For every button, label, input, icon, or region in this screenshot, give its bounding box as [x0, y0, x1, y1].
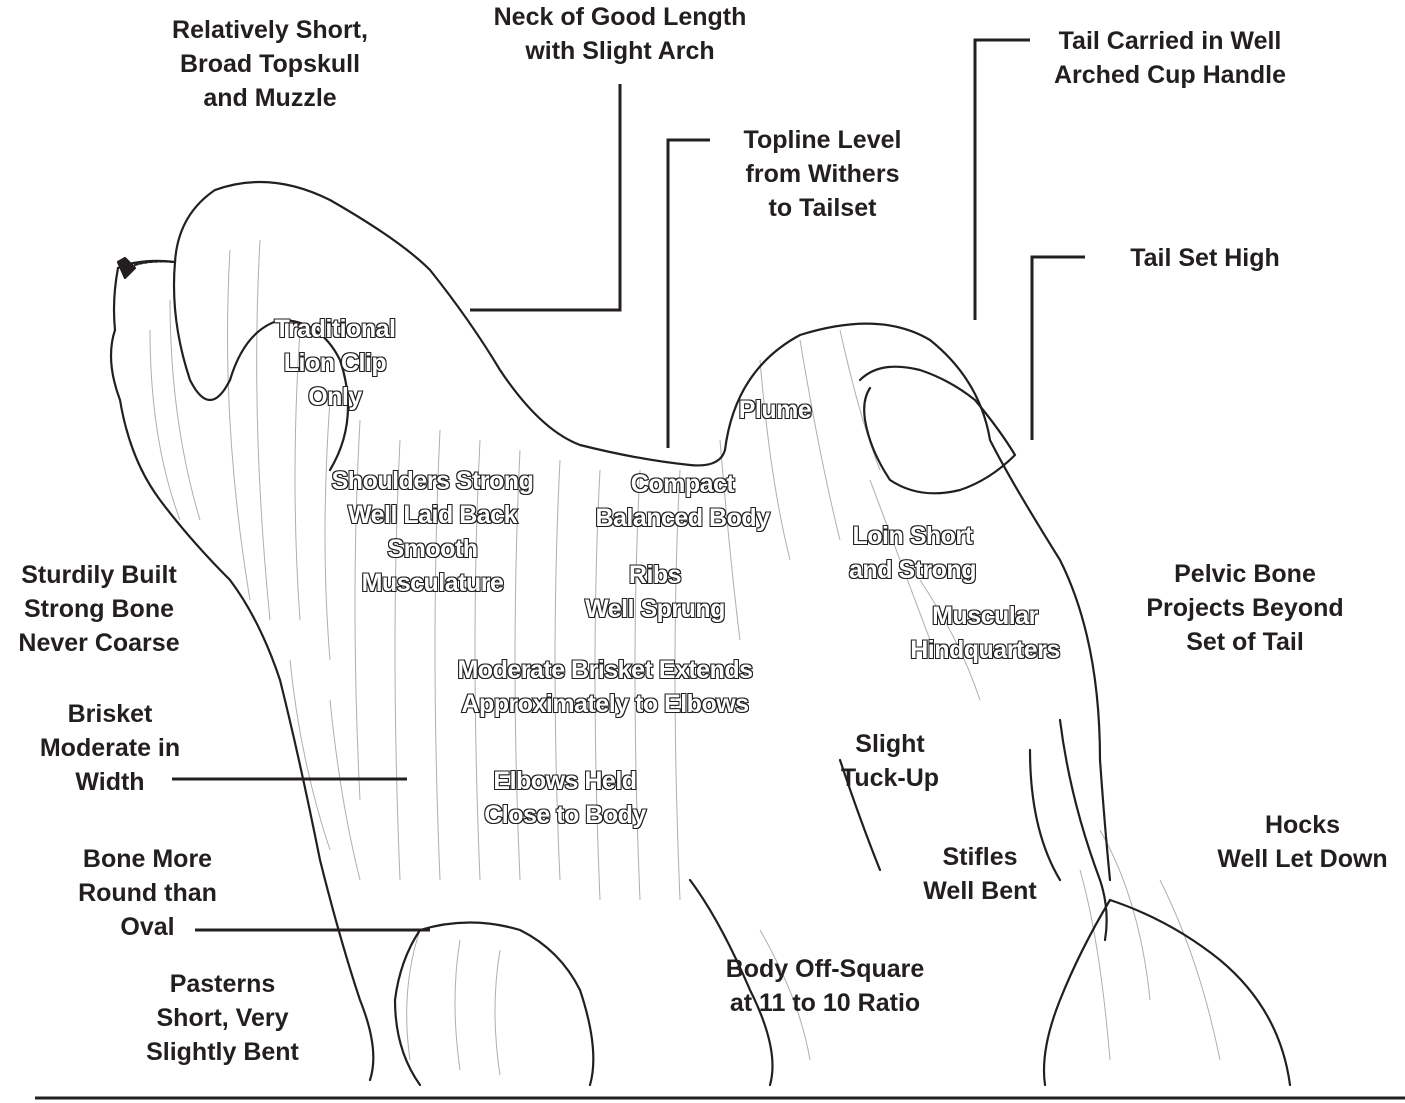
callout-topline-line3: to Tailset: [715, 191, 930, 225]
inner-compact: Compact Balanced Body: [565, 467, 800, 535]
inner-brisket-extends: Moderate Brisket Extends Approximately t…: [415, 653, 795, 721]
callout-topline: Topline Level from Withers to Tailset: [715, 123, 930, 225]
inner-ribs-line2: Well Sprung: [555, 592, 755, 626]
callout-pelvic-line1: Pelvic Bone: [1125, 557, 1365, 591]
callout-sturdily: Sturdily Built Strong Bone Never Coarse: [0, 558, 198, 660]
callout-body-square-line1: Body Off-Square: [700, 952, 950, 986]
callout-pasterns: Pasterns Short, Very Slightly Bent: [130, 967, 315, 1069]
callout-tail-set-line1: Tail Set High: [1100, 241, 1310, 275]
callout-stifles-line1: Stifles: [905, 840, 1055, 874]
callout-bone-round-line3: Oval: [55, 910, 240, 944]
inner-shoulders-line3: Smooth: [300, 532, 565, 566]
callout-hocks-line2: Well Let Down: [1200, 842, 1405, 876]
callout-sturdily-line3: Never Coarse: [0, 626, 198, 660]
inner-shoulders-line2: Well Laid Back: [300, 498, 565, 532]
callout-tail-carried-line1: Tail Carried in Well: [1020, 24, 1320, 58]
inner-lion-clip-line3: Only: [250, 380, 420, 414]
leader-tail-set: [1032, 257, 1085, 440]
inner-plume: Plume: [720, 393, 830, 427]
callout-topskull-line2: Broad Topskull: [150, 47, 390, 81]
callout-neck-line2: with Slight Arch: [465, 34, 775, 68]
callout-pasterns-line2: Short, Very: [130, 1001, 315, 1035]
callout-hocks: Hocks Well Let Down: [1200, 808, 1405, 876]
callout-hocks-line1: Hocks: [1200, 808, 1405, 842]
inner-muscular-line1: Muscular: [885, 599, 1085, 633]
inner-brisket-extends-line2: Approximately to Elbows: [415, 687, 795, 721]
callout-neck-line1: Neck of Good Length: [465, 0, 775, 34]
callout-bone-round: Bone More Round than Oval: [55, 842, 240, 944]
callout-pasterns-line3: Slightly Bent: [130, 1035, 315, 1069]
inner-brisket-extends-line1: Moderate Brisket Extends: [415, 653, 795, 687]
callout-pelvic: Pelvic Bone Projects Beyond Set of Tail: [1125, 557, 1365, 659]
callout-stifles-line2: Well Bent: [905, 874, 1055, 908]
inner-loin-line1: Loin Short: [825, 519, 1000, 553]
callout-sturdily-line2: Strong Bone: [0, 592, 198, 626]
callout-brisket-width-line3: Width: [30, 765, 190, 799]
inner-elbows: Elbows Held Close to Body: [455, 764, 675, 832]
inner-compact-line2: Balanced Body: [565, 501, 800, 535]
callout-body-square-line2: at 11 to 10 Ratio: [700, 986, 950, 1020]
leader-neck: [470, 84, 620, 310]
callout-tuck-up: Slight Tuck-Up: [830, 727, 950, 795]
leader-topline: [668, 140, 710, 448]
inner-lion-clip-line2: Lion Clip: [250, 346, 420, 380]
inner-shoulders-line1: Shoulders Strong: [300, 464, 565, 498]
callout-bone-round-line2: Round than: [55, 876, 240, 910]
inner-elbows-line2: Close to Body: [455, 798, 675, 832]
inner-loin-line2: and Strong: [825, 553, 1000, 587]
callout-sturdily-line1: Sturdily Built: [0, 558, 198, 592]
callout-pelvic-line3: Set of Tail: [1125, 625, 1365, 659]
inner-shoulders: Shoulders Strong Well Laid Back Smooth M…: [300, 464, 565, 600]
inner-compact-line1: Compact: [565, 467, 800, 501]
inner-muscular: Muscular Hindquarters: [885, 599, 1085, 667]
callout-brisket-width-line2: Moderate in: [30, 731, 190, 765]
callout-pasterns-line1: Pasterns: [130, 967, 315, 1001]
callout-brisket-width: Brisket Moderate in Width: [30, 697, 190, 799]
inner-ribs: Ribs Well Sprung: [555, 558, 755, 626]
callout-brisket-width-line1: Brisket: [30, 697, 190, 731]
callout-tuck-up-line1: Slight: [830, 727, 950, 761]
inner-lion-clip: Traditional Lion Clip Only: [250, 312, 420, 414]
callout-tuck-up-line2: Tuck-Up: [830, 761, 950, 795]
inner-ribs-line1: Ribs: [555, 558, 755, 592]
inner-loin: Loin Short and Strong: [825, 519, 1000, 587]
callout-topskull-line1: Relatively Short,: [150, 13, 390, 47]
inner-lion-clip-line1: Traditional: [250, 312, 420, 346]
callout-neck: Neck of Good Length with Slight Arch: [465, 0, 775, 68]
callout-topskull-line3: and Muzzle: [150, 81, 390, 115]
callout-body-square: Body Off-Square at 11 to 10 Ratio: [700, 952, 950, 1020]
inner-muscular-line2: Hindquarters: [885, 633, 1085, 667]
inner-elbows-line1: Elbows Held: [455, 764, 675, 798]
callout-tail-carried: Tail Carried in Well Arched Cup Handle: [1020, 24, 1320, 92]
callout-pelvic-line2: Projects Beyond: [1125, 591, 1365, 625]
callout-stifles: Stifles Well Bent: [905, 840, 1055, 908]
inner-shoulders-line4: Musculature: [300, 566, 565, 600]
callout-topline-line2: from Withers: [715, 157, 930, 191]
callout-topskull: Relatively Short, Broad Topskull and Muz…: [150, 13, 390, 115]
callout-topline-line1: Topline Level: [715, 123, 930, 157]
callout-bone-round-line1: Bone More: [55, 842, 240, 876]
inner-plume-line1: Plume: [720, 393, 830, 427]
callout-tail-set: Tail Set High: [1100, 241, 1310, 275]
callout-tail-carried-line2: Arched Cup Handle: [1020, 58, 1320, 92]
